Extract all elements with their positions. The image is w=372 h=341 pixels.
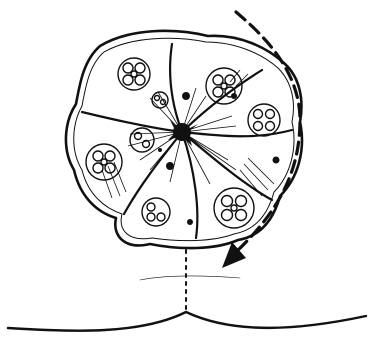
base-surface-line: [8, 312, 366, 331]
rosette-small-top: [152, 92, 168, 108]
rosette-bottom-left: [142, 198, 170, 226]
rosette-bottom-right: [214, 188, 254, 228]
cluster-rosettes: [86, 58, 280, 228]
rosette-right: [248, 104, 280, 136]
base-surface-faint-line: [140, 276, 240, 280]
rosette-top-left: [118, 58, 150, 90]
